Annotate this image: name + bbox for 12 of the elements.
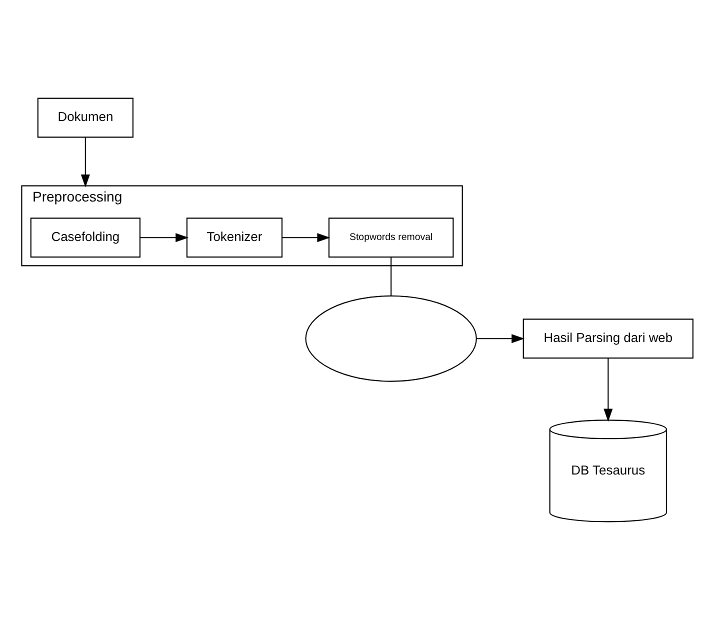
- node-box: Dokumen: [37, 97, 134, 138]
- node-box: Hasil Parsing dari web: [522, 318, 694, 358]
- arrow: [604, 358, 613, 422]
- node-box: Tokenizer: [186, 217, 283, 258]
- connector: [390, 256, 392, 296]
- node-cloud: [305, 294, 477, 382]
- arrow: [80, 136, 90, 187]
- node-box: Stopwords removal: [328, 217, 454, 258]
- arrow: [282, 232, 330, 242]
- node-box: Casefolding: [30, 217, 140, 258]
- arrow: [140, 232, 189, 242]
- arrow: [476, 334, 525, 343]
